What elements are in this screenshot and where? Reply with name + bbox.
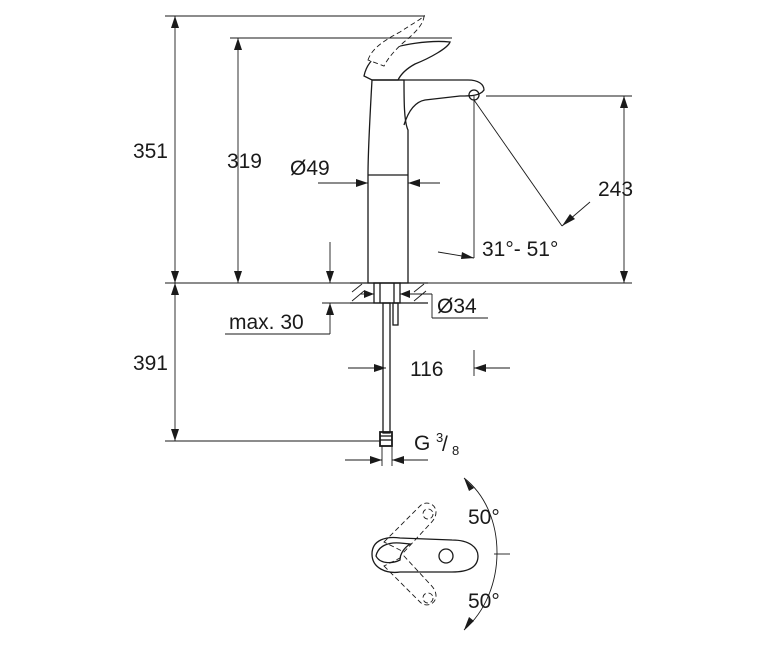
arrowhead: [474, 364, 486, 372]
arrowhead: [408, 179, 420, 187]
label-351: 351: [133, 140, 168, 163]
hatch: [351, 290, 365, 302]
arrowhead: [464, 617, 474, 630]
hatch: [351, 283, 363, 293]
label-116: 116: [410, 358, 443, 381]
lever-top: [371, 536, 479, 574]
label-thread-g: G: [414, 432, 430, 455]
arrowhead: [171, 283, 179, 295]
arrowhead: [356, 179, 368, 187]
mounting-nut: [373, 282, 401, 304]
arrowhead: [464, 478, 474, 491]
faucet-spout: [372, 79, 485, 126]
rotation-arc: [463, 477, 498, 631]
label-391: 391: [133, 352, 168, 375]
faucet-side-view: [363, 14, 485, 284]
arrowhead: [234, 38, 242, 50]
lever-rotated-up: [383, 502, 437, 553]
arrowhead: [620, 271, 628, 283]
label-angle-50-bottom: 50°: [468, 590, 500, 613]
arrowhead: [374, 364, 386, 372]
label-319: 319: [227, 150, 262, 173]
dimension-lines: [165, 15, 632, 466]
faucet-body: [367, 79, 409, 284]
angle-ray: [473, 99, 563, 227]
hose-fitting: [379, 431, 393, 447]
lever-knob: [438, 548, 454, 564]
arrowhead: [620, 96, 628, 108]
arrowhead: [171, 429, 179, 441]
label-diameter-34: Ø34: [437, 295, 477, 318]
label-thread-num: 3: [436, 430, 443, 445]
arrowhead: [364, 290, 374, 298]
arrowhead: [234, 271, 242, 283]
lever-rotated-down: [383, 555, 437, 606]
arrowhead: [562, 214, 575, 226]
arrowhead: [370, 456, 382, 464]
label-243: 243: [598, 178, 633, 201]
label-angle-50-top: 50°: [468, 506, 500, 529]
dimension-labels: 351 319 Ø49 243 31°- 51° Ø34 max. 30 391…: [133, 140, 633, 613]
arrowhead: [171, 16, 179, 28]
lever-shading: [375, 542, 412, 564]
ghost-knob: [422, 508, 434, 520]
threaded-rod: [392, 302, 399, 326]
label-angle: 31°- 51°: [482, 238, 558, 261]
arrowhead: [171, 271, 179, 283]
arrowhead: [400, 290, 410, 298]
label-thread-den: 8: [452, 443, 459, 458]
ghost-knob: [422, 592, 434, 604]
hatch: [413, 290, 427, 302]
lever-handle-raised: [367, 14, 425, 67]
hatch: [413, 283, 425, 293]
lever-top-view: [371, 477, 510, 631]
arrowhead: [461, 252, 474, 259]
arrowhead: [326, 303, 334, 315]
label-diameter-49: Ø49: [290, 157, 330, 180]
arrowhead: [326, 271, 334, 283]
arrowhead: [392, 456, 404, 464]
label-thread-slash: /: [442, 433, 448, 456]
label-max-30: max. 30: [229, 311, 304, 334]
